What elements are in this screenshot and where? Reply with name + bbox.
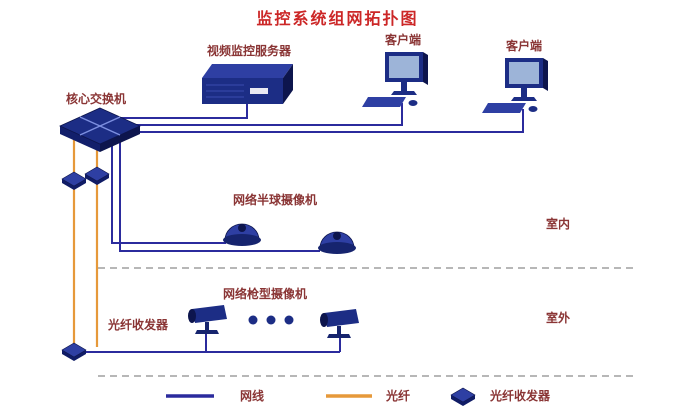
fiber-transceiver-3-icon: [61, 342, 87, 361]
indoor-region-label: 室内: [546, 217, 571, 231]
core-switch-label: 核心交换机: [66, 92, 127, 106]
legend-fiber-label: 光纤: [386, 389, 411, 403]
legend-network-cable-label: 网线: [240, 389, 265, 403]
client-2-icon: [482, 58, 548, 113]
bullet-camera-2-icon: [320, 309, 359, 338]
outdoor-region-label: 室外: [546, 311, 571, 325]
page-title: 监控系统组网拓扑图: [256, 9, 419, 28]
legend-fiber-transceiver-icon: [450, 387, 476, 406]
bullet-camera-1-icon: [188, 305, 227, 334]
region-divider-lines: [98, 267, 634, 377]
fiber-transceiver-2-icon: [84, 166, 110, 185]
network-cable-lines: [84, 100, 524, 353]
dome-camera-label: 网络半球摄像机: [233, 193, 318, 207]
video-server-label: 视频监控服务器: [207, 44, 292, 58]
legend-fiber-transceiver-label: 光纤收发器: [490, 389, 551, 403]
client-2-label: 客户端: [506, 39, 543, 53]
fiber-transceiver-label: 光纤收发器: [108, 318, 169, 332]
bullet-camera-label: 网络枪型摄像机: [223, 287, 308, 301]
dome-camera-1-icon: [223, 223, 261, 246]
client-1-label: 客户端: [385, 33, 422, 47]
video-server-icon: [202, 64, 293, 104]
client-1-icon: [362, 52, 428, 107]
more-cameras-dots: [248, 315, 294, 325]
fiber-transceiver-1-icon: [61, 171, 87, 190]
core-switch-icon: [59, 107, 141, 152]
dome-camera-2-icon: [318, 231, 356, 254]
